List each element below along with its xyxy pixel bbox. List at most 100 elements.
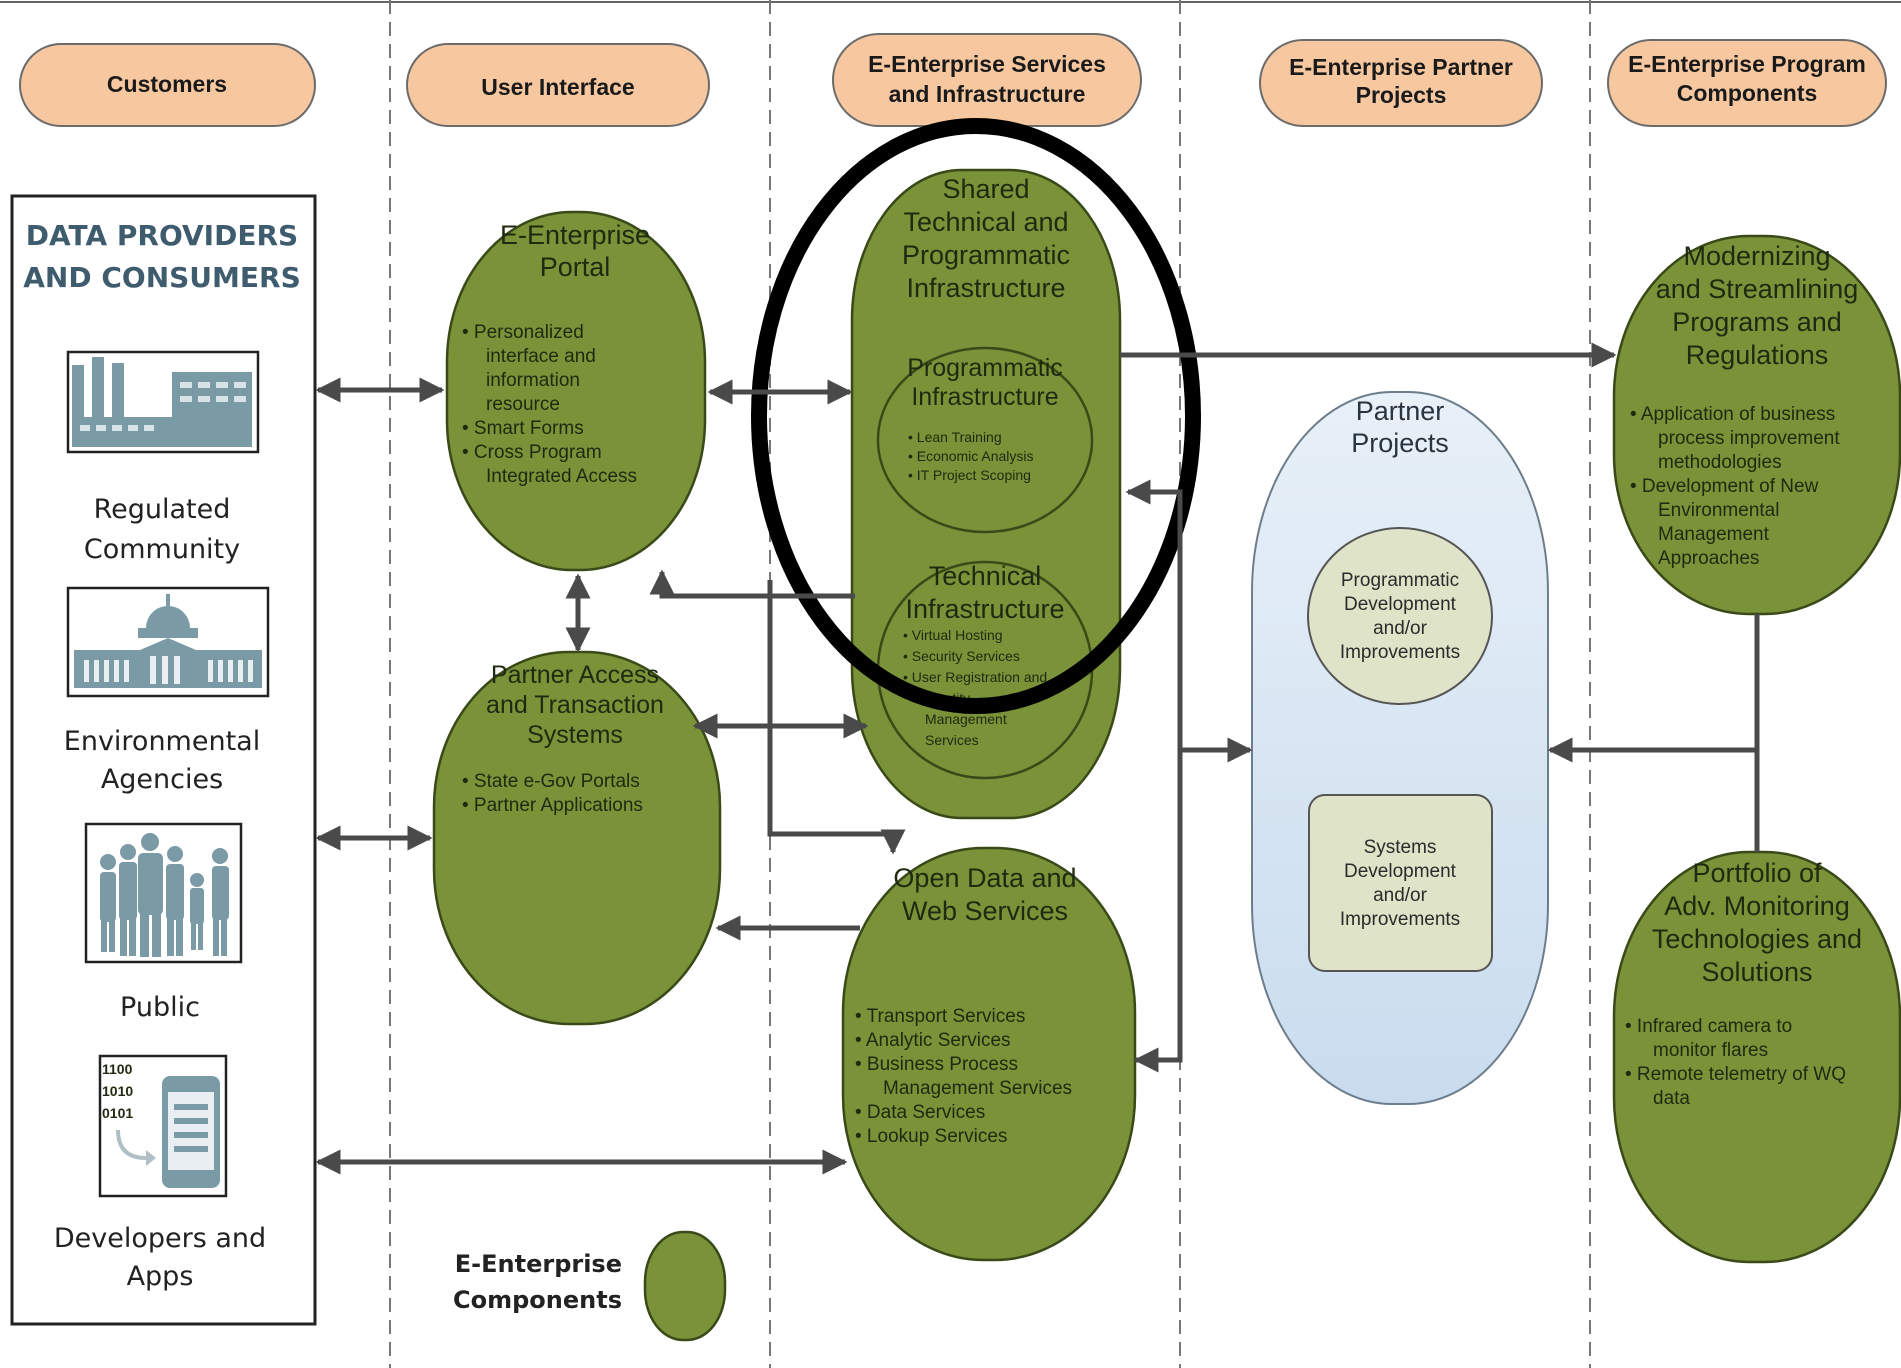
- header-user-interface: User Interface: [406, 43, 710, 127]
- text-line: Web Services: [902, 896, 1068, 926]
- text-line: • Personalized: [462, 322, 584, 343]
- text-line: • Remote telemetry of WQ: [1625, 1064, 1846, 1085]
- text-line: Community: [84, 534, 240, 565]
- text-line: • IT Project Scoping: [908, 467, 1031, 483]
- text-line: Programs and: [1672, 307, 1842, 337]
- text-line: • Partner Applications: [462, 795, 643, 816]
- legend-swatch: [643, 1230, 727, 1342]
- text-line: interface and: [486, 346, 596, 367]
- text-line: Programmatic: [902, 240, 1070, 270]
- text-line: and Streamlining: [1656, 274, 1859, 304]
- text-line: Projects: [1356, 82, 1447, 108]
- text-line: Regulations: [1686, 340, 1829, 370]
- text-line: • Transport Services: [855, 1006, 1025, 1027]
- text-line: Partner: [1356, 396, 1445, 426]
- text-line: Environmental: [1658, 500, 1779, 521]
- arrow-services-opendata: [767, 580, 906, 855]
- text-line: Systems: [1364, 837, 1437, 858]
- text-line: process improvement: [1658, 428, 1840, 449]
- svg-text:Customers: Customers: [107, 71, 227, 97]
- text-line: Programmatic: [907, 354, 1063, 382]
- text-line: Management Services: [883, 1078, 1072, 1099]
- text-line: Open Data and: [893, 863, 1076, 893]
- text-line: • User Registration and: [903, 669, 1047, 685]
- text-line: • Economic Analysis: [908, 448, 1034, 464]
- text-line: • Smart Forms: [462, 418, 584, 439]
- text-line: • Analytic Services: [855, 1030, 1011, 1051]
- text-line: Technical and: [903, 207, 1068, 237]
- text-line: • Application of business: [1630, 404, 1835, 425]
- text-line: Portfolio of: [1692, 858, 1822, 888]
- text-line: E-Enterprise: [500, 220, 650, 250]
- text-line: 1100: [102, 1061, 133, 1077]
- text-line: data: [1653, 1088, 1690, 1109]
- text-line: Agencies: [101, 764, 223, 795]
- text-line: information: [486, 370, 580, 391]
- text-line: methodologies: [1658, 452, 1782, 473]
- text-line: AND CONSUMERS: [23, 261, 301, 294]
- factory-icon: [66, 350, 260, 454]
- text-line: Apps: [127, 1261, 194, 1292]
- text-line: Technical: [929, 561, 1042, 591]
- partner-access-bullets: • State e-Gov Portals • Partner Applicati…: [462, 771, 643, 816]
- text-line: Development: [1344, 861, 1457, 882]
- text-line: Components: [453, 1286, 622, 1314]
- text-line: Services: [925, 732, 979, 748]
- text-line: and/or: [1373, 618, 1428, 639]
- text-line: Approaches: [1658, 548, 1759, 569]
- text-line: Projects: [1351, 428, 1449, 458]
- text-line: Regulated: [94, 494, 231, 525]
- portal-bullets: • Personalized interface and information re…: [462, 322, 637, 487]
- text-line: E-Enterprise Partner: [1289, 54, 1513, 80]
- text-line: Management: [925, 711, 1007, 727]
- text-line: • Virtual Hosting: [903, 627, 1003, 643]
- text-line: 0101: [102, 1105, 133, 1121]
- text-line: User Interface: [481, 74, 634, 100]
- text-line: Portal: [540, 252, 611, 282]
- text-line: Components: [1677, 80, 1818, 106]
- government-building-icon: [66, 586, 270, 698]
- text-line: • Data Services: [855, 1102, 985, 1123]
- text-line: • Cross Program: [462, 442, 602, 463]
- programmatic-infra-bullets: • Lean Training • Economic Analysis • IT P…: [908, 429, 1034, 483]
- header-customers: Customers: [19, 43, 316, 127]
- connectors: [315, 342, 1760, 1175]
- text-line: • Lean Training: [908, 429, 1002, 445]
- text-line: Developers and: [54, 1223, 266, 1254]
- text-line: Infrastructure: [905, 594, 1064, 624]
- text-line: Modernizing: [1683, 241, 1830, 271]
- text-line: • State e-Gov Portals: [462, 771, 640, 792]
- text-line: resource: [486, 394, 560, 415]
